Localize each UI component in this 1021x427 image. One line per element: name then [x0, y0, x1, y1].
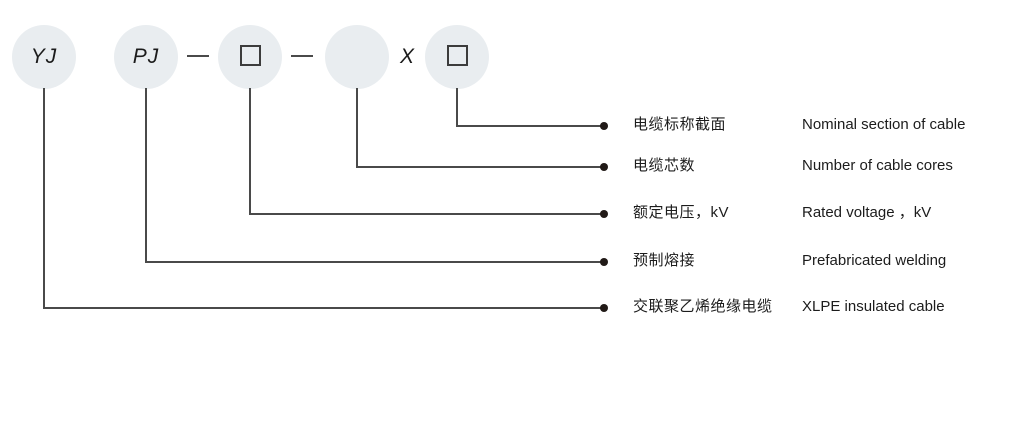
- connector-line: [356, 88, 358, 168]
- connector-line: [43, 88, 45, 309]
- code-circle-pj: PJ: [114, 25, 178, 89]
- connector-line: [145, 261, 604, 263]
- connector-line: [456, 88, 458, 127]
- multiply-x-symbol: X: [399, 45, 414, 68]
- bullet-dot-icon: [600, 210, 608, 218]
- bullet-dot-icon: [600, 304, 608, 312]
- bullet-dot-icon: [600, 122, 608, 130]
- code-label-pj: PJ: [132, 45, 160, 68]
- bullet-dot-icon: [600, 258, 608, 266]
- legend-zh-nominal-section: 电缆标称截面: [633, 116, 727, 133]
- legend-en-prefabricated-welding: Prefabricated welding: [802, 252, 947, 269]
- separator-dash-icon: [291, 55, 313, 57]
- bullet-dot-icon: [600, 163, 608, 171]
- connector-line: [456, 125, 604, 127]
- connector-line: [145, 88, 147, 263]
- connector-line: [249, 213, 604, 215]
- legend-en-xlpe-cable: XLPE insulated cable: [802, 298, 945, 315]
- legend-zh-prefabricated-welding: 预制熔接: [633, 252, 696, 269]
- code-label-yj: YJ: [30, 45, 58, 68]
- separator-dash-icon: [187, 55, 209, 57]
- code-circle-yj: YJ: [12, 25, 76, 89]
- legend-en-cable-cores: Number of cable cores: [802, 157, 953, 174]
- connector-line: [249, 88, 251, 215]
- legend-zh-xlpe-cable: 交联聚乙烯绝缘电缆: [633, 298, 773, 315]
- legend-zh-rated-voltage: 额定电压，kV: [633, 204, 730, 221]
- code-circle-section: [425, 25, 489, 89]
- code-circle-cores: [325, 25, 389, 89]
- placeholder-box-icon: [446, 45, 468, 66]
- connector-line: [356, 166, 604, 168]
- placeholder-box-icon: [239, 45, 261, 66]
- legend-en-rated-voltage: Rated voltage ，kV: [802, 204, 932, 221]
- legend-en-nominal-section: Nominal section of cable: [802, 116, 966, 133]
- connector-line: [43, 307, 604, 309]
- code-circle-voltage: [218, 25, 282, 89]
- legend-zh-cable-cores: 电缆芯数: [633, 157, 696, 174]
